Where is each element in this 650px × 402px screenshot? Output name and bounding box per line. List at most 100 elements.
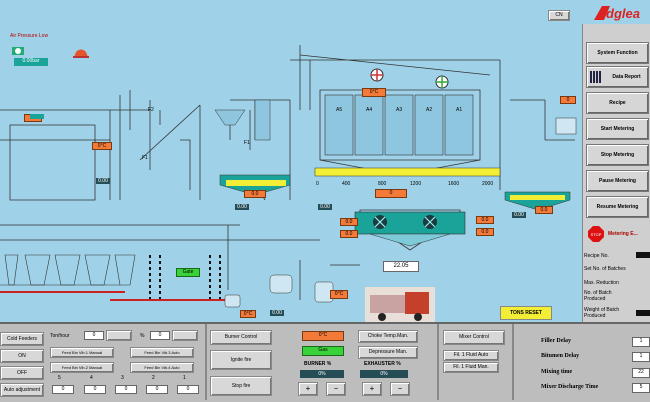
cn-button[interactable]: CN	[548, 10, 570, 21]
mixing-time-input[interactable]: 22	[632, 368, 650, 378]
feeder-val-2[interactable]: 0	[146, 385, 168, 394]
percent-input[interactable]: 0	[150, 331, 170, 340]
ignite-fire-button[interactable]: Ignite fire	[210, 350, 272, 370]
small-orange-6: 0°C	[330, 290, 348, 299]
menu-resume-metering[interactable]: Resume Metering	[586, 196, 649, 218]
feeder-val-1[interactable]: 0	[177, 385, 199, 394]
p1-label: F1	[244, 140, 250, 146]
feeder-val-4[interactable]: 0	[84, 385, 106, 394]
bin-a1-label: A1	[456, 107, 463, 113]
menu-pause-metering[interactable]: Pause Metering	[586, 170, 649, 192]
svg-text:STOP: STOP	[591, 232, 602, 237]
feeder-num-5: 5	[58, 375, 61, 381]
filler-delay-label: Filler Delay	[541, 338, 572, 344]
fill-fluid-auto-button[interactable]: Fil. 1 Fluid Auto	[443, 350, 499, 361]
menu-data-report[interactable]: Data Report	[586, 66, 649, 88]
feeders-on-button[interactable]: ON	[0, 349, 44, 363]
menu-system-function[interactable]: System Function	[586, 42, 649, 64]
teal-dots	[30, 114, 44, 119]
air-pressure-label: Air Pressure Low	[10, 33, 49, 39]
bin-a3-label: A3	[396, 107, 403, 113]
depressure-button[interactable]: Depressure Man.	[358, 346, 418, 359]
small-orange-1: 0	[560, 96, 576, 104]
feed-bin-vib4-button[interactable]: Feed Bin Vib.4 Auto	[130, 362, 194, 373]
auto-adjustment-button[interactable]: Auto adjustment	[0, 383, 44, 397]
burner-percent-value: 0%	[300, 370, 344, 378]
dryer-temp-display: 0°C	[92, 142, 112, 150]
filler-delay-input[interactable]: 1	[632, 337, 650, 347]
weight-batch-label: Weight of Batch Produced	[584, 307, 620, 319]
feeder-num-2: 2	[152, 375, 155, 381]
cold-feeders-label: Cold Feeders	[0, 332, 44, 346]
mixing-time-label: Mixing time	[541, 369, 573, 375]
f2-label: F2	[148, 107, 154, 113]
bin-a2-label: A2	[426, 107, 433, 113]
burner-gas-status: Gas	[302, 346, 344, 356]
ton-hour-input[interactable]: 0	[84, 331, 104, 340]
fill-fluid-manual-button[interactable]: Fil. 1 Fluid Man.	[443, 362, 499, 373]
recipe-no-value	[636, 252, 650, 258]
teal-value-1: 0.00	[235, 204, 249, 210]
burner-panel	[205, 324, 439, 400]
metering-error-label: Metering E...	[608, 231, 638, 237]
feeder-num-3: 3	[121, 375, 124, 381]
feeders-off-button[interactable]: OFF	[0, 366, 44, 380]
bitumen-delay-input[interactable]: 1	[632, 352, 650, 362]
feeder-num-1: 1	[183, 375, 186, 381]
ton-hour-label: Ton/hour	[50, 333, 70, 339]
exhauster-plus-button[interactable]: +	[362, 382, 382, 396]
feed-bin-vib1-button[interactable]: Feed Bin Vib.1 Manual	[50, 347, 114, 358]
max-reduction-label: Max. Reduction	[584, 280, 619, 286]
menu-start-metering[interactable]: Start Metering	[586, 118, 649, 140]
mixer-timing-panel	[512, 324, 650, 400]
mixer-control-button[interactable]: Mixer Control	[443, 330, 505, 345]
recipe-no-label: Recipe No.	[584, 253, 609, 259]
batch-produced-label: No. of Batch Produced	[584, 290, 612, 302]
mixer-discharge-input[interactable]: 5	[632, 383, 650, 393]
scale-tick-2000: 2000	[482, 181, 494, 187]
ton-hour-stepper[interactable]	[106, 330, 132, 341]
aggregate-weight-display: 0	[375, 189, 407, 198]
feeder-val-3[interactable]: 0	[115, 385, 137, 394]
feed-bin-vib2-button[interactable]: Feed Bin Vib.2 Manual	[50, 362, 114, 373]
top-temp-display: 0°C	[362, 88, 386, 97]
small-orange-5: 0.0	[340, 230, 358, 238]
scale-tick-800: 800	[378, 181, 387, 187]
bitumen-delay-label: Bitumen Delay	[541, 353, 580, 359]
burner-minus-button[interactable]: −	[326, 382, 346, 396]
mixer-discharge-label: Mixer Discharge Time	[541, 384, 599, 390]
choke-temp-button[interactable]: Choke Temp.Man.	[358, 330, 418, 343]
burner-plus-button[interactable]: +	[298, 382, 318, 396]
set-batches-label: Set No. of Batches	[584, 266, 626, 272]
menu-data-report-label: Data Report	[612, 74, 641, 80]
feeder-val-5[interactable]: 0	[52, 385, 74, 394]
feeder-num-4: 4	[90, 375, 93, 381]
menu-recipe[interactable]: Recipe	[586, 92, 649, 114]
burner-percent-label: BURNER %	[304, 361, 332, 367]
tons-reset-button[interactable]: TONS RESET	[500, 306, 552, 320]
small-orange-3: 0.0	[476, 228, 494, 236]
small-orange-4: 0.0	[340, 218, 358, 226]
f1-label: F1	[142, 155, 148, 161]
gate-indicator-1: Gate	[176, 268, 200, 277]
percent-stepper[interactable]	[172, 330, 198, 341]
percent-label: %	[140, 333, 145, 339]
burner-control-button[interactable]: Burner Control	[210, 330, 272, 345]
bin-a4-label: A4	[366, 107, 373, 113]
stop-fire-button[interactable]: Stop fire	[210, 376, 272, 396]
small-orange-7: 0°C	[240, 310, 256, 318]
small-orange-2: 0.0	[476, 216, 494, 224]
exhauster-percent-label: EXHAUSTER %	[364, 361, 401, 367]
scale-tick-400: 400	[342, 181, 351, 187]
scale-tick-1200: 1200	[410, 181, 422, 187]
scale-tick-1600: 1600	[448, 181, 460, 187]
exhauster-minus-button[interactable]: −	[390, 382, 410, 396]
feed-bin-vib3-button[interactable]: Feed Bin Vib.3 Auto	[130, 347, 194, 358]
menu-stop-metering[interactable]: Stop Metering	[586, 144, 649, 166]
mixer-weight-display: 22.05	[383, 261, 419, 272]
alarm-bell-icon	[72, 45, 90, 58]
exhauster-percent-value: 0%	[360, 370, 408, 378]
company-logo: dglea	[592, 2, 650, 24]
bin-a5-label: A5	[336, 107, 343, 113]
stop-sign-icon[interactable]: STOP	[588, 226, 604, 242]
